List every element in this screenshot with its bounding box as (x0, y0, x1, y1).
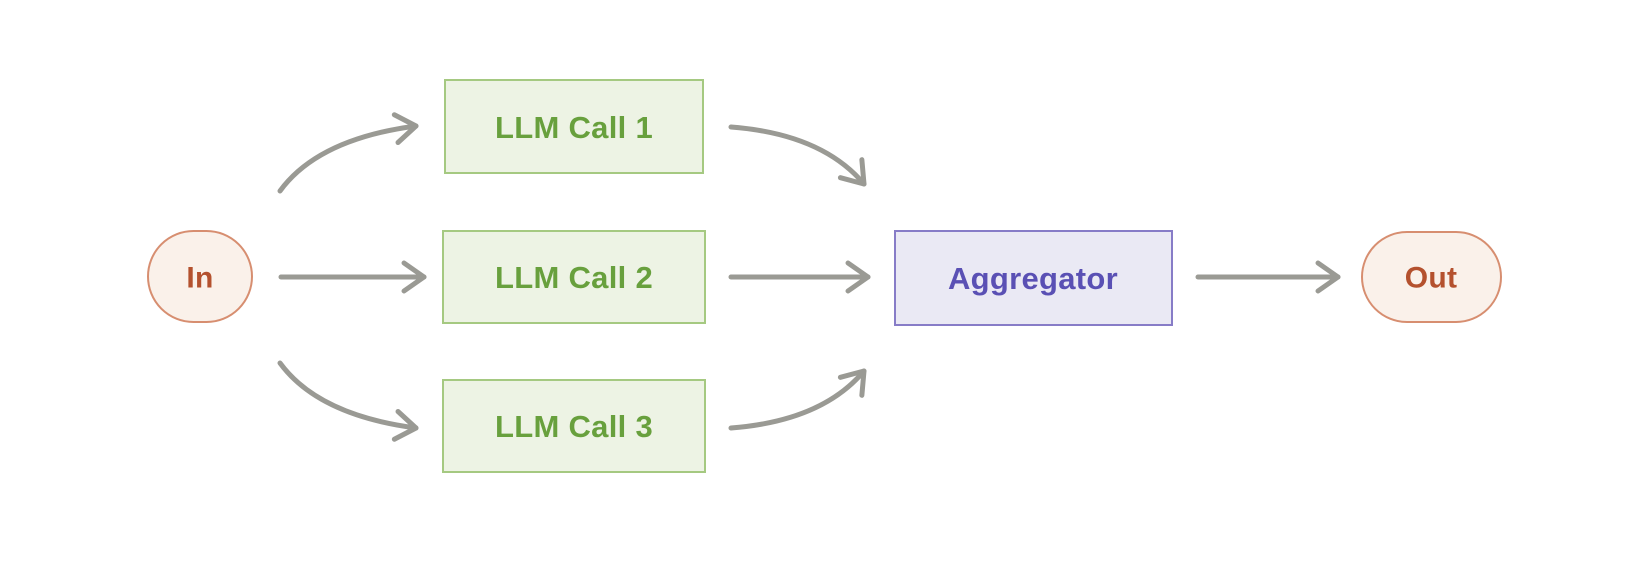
node-aggregator-label: Aggregator (948, 261, 1118, 296)
edge-in-to-llm-call-1 (277, 112, 419, 194)
edge-llm-call-3-to-aggregator (728, 368, 867, 431)
node-out-label: Out (1405, 262, 1458, 295)
node-in: In (147, 230, 253, 323)
edge-llm-call-1-to-aggregator (728, 124, 867, 187)
node-llm-call-1: LLM Call 1 (444, 79, 704, 174)
node-aggregator-shape (894, 230, 1173, 326)
node-llm-call-2-shape (442, 230, 706, 324)
node-llm-call-2-label: LLM Call 2 (495, 260, 653, 295)
node-aggregator: Aggregator (894, 230, 1173, 326)
edge-in-to-llm-call-3 (277, 360, 419, 442)
node-llm-call-2: LLM Call 2 (442, 230, 706, 324)
node-llm-call-3: LLM Call 3 (442, 379, 706, 473)
node-llm-call-1-label: LLM Call 1 (495, 110, 653, 145)
node-llm-call-3-shape (442, 379, 706, 473)
node-out-shape (1361, 231, 1502, 323)
node-llm-call-1-shape (444, 79, 704, 174)
node-in-label: In (186, 262, 213, 295)
node-out: Out (1361, 231, 1502, 323)
node-in-shape (147, 230, 253, 323)
node-llm-call-3-label: LLM Call 3 (495, 409, 653, 444)
